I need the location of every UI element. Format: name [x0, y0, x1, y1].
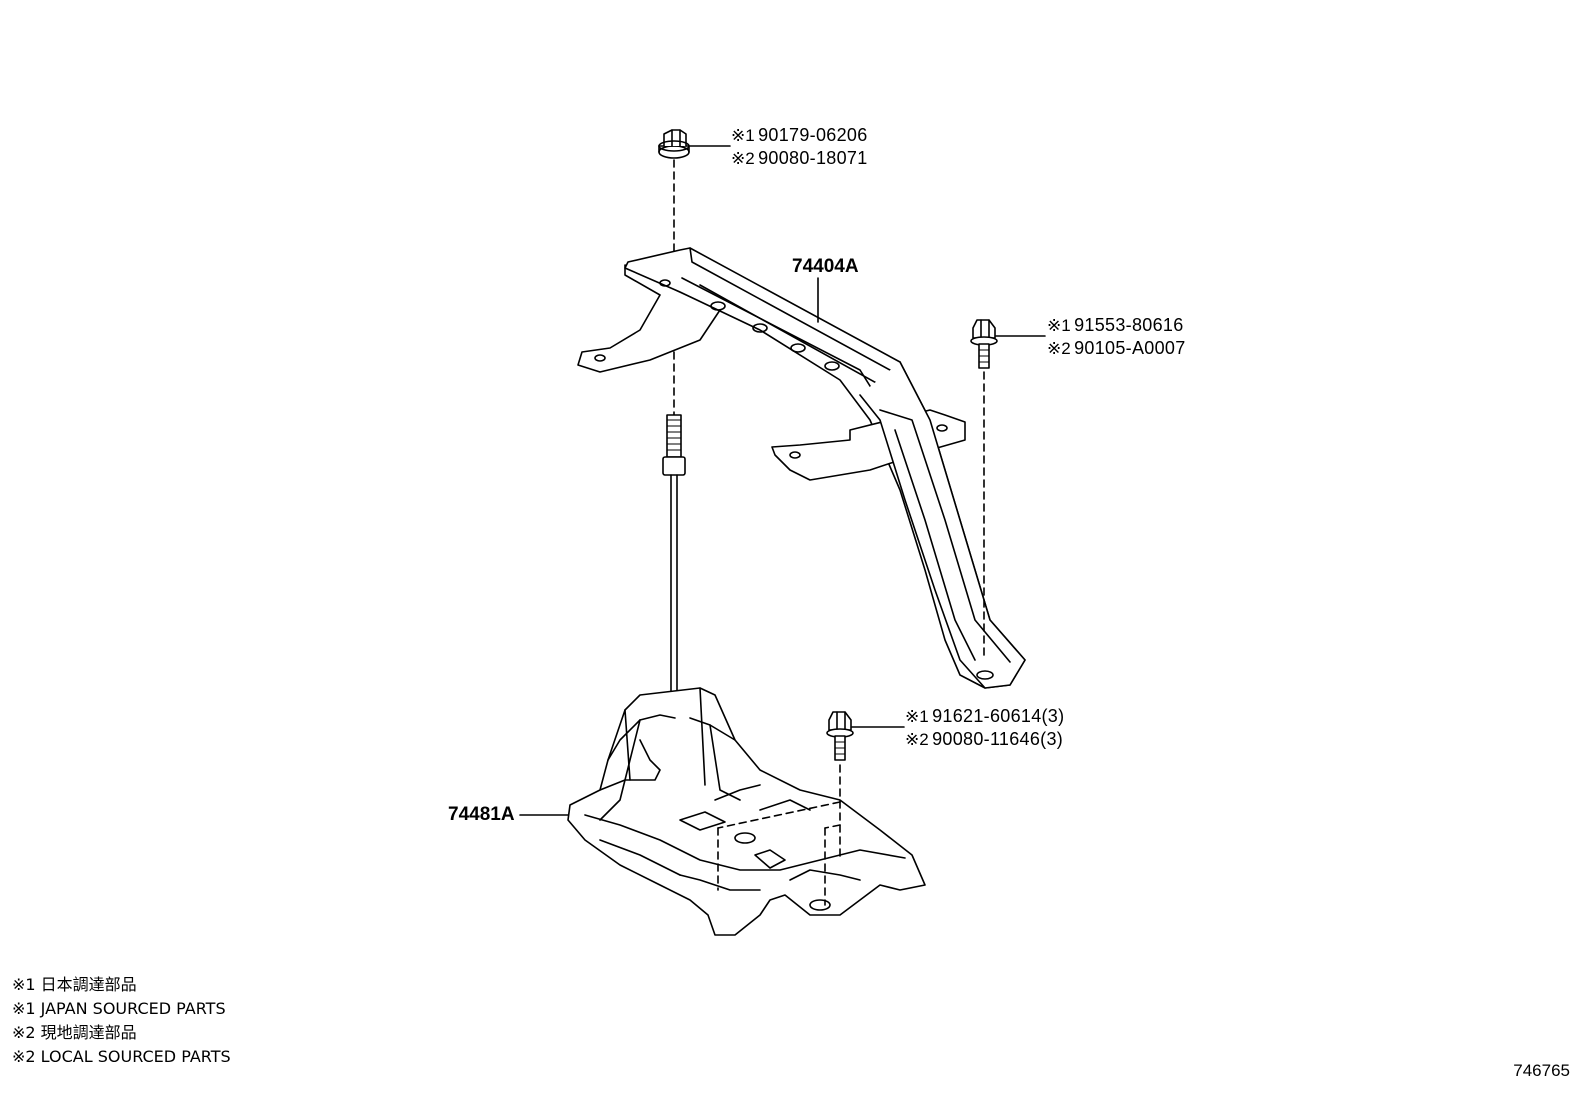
- hex-bolt-icon: [826, 711, 854, 761]
- legend-line-4: ※2 LOCAL SOURCED PARTS: [12, 1047, 231, 1066]
- dashed-guides: [717, 764, 841, 906]
- part-number: 90080-18071: [758, 148, 868, 168]
- legend-line-2: ※1 JAPAN SOURCED PARTS: [12, 999, 226, 1018]
- source-mark: ※1: [905, 707, 929, 726]
- bracket-74404a: [577, 247, 1026, 689]
- fastener-label-right-bolt: ※1 91553-80616 ※2 90105-A0007: [1047, 316, 1186, 357]
- tray-74481a: [567, 687, 926, 936]
- source-mark: ※2: [1047, 339, 1071, 358]
- fastener-label-top-nut: ※1 90179-06206 ※2 90080-18071: [731, 126, 868, 167]
- part-number: 90105-A0007: [1074, 338, 1186, 358]
- legend-line-1: ※1 日本調達部品: [12, 975, 137, 994]
- part-number: 90080-11646(3): [932, 729, 1064, 749]
- callout-74404a: 74404A: [792, 256, 859, 277]
- source-mark: ※1: [1047, 316, 1071, 335]
- source-mark: ※2: [731, 149, 755, 168]
- hex-bolt-icon: [970, 319, 998, 369]
- part-number: 91553-80616: [1074, 315, 1184, 335]
- callout-74481a: 74481A: [448, 804, 515, 825]
- source-mark: ※1: [731, 126, 755, 145]
- part-number: 90179-06206: [758, 125, 868, 145]
- source-mark: ※2: [905, 730, 929, 749]
- part-number: 91621-60614(3): [932, 706, 1065, 726]
- figure-id: 746765: [1513, 1061, 1570, 1080]
- legend-line-3: ※2 現地調達部品: [12, 1023, 137, 1042]
- flange-nut-icon: [658, 129, 690, 159]
- fastener-label-lower-bolt: ※1 91621-60614(3) ※2 90080-11646(3): [905, 707, 1064, 748]
